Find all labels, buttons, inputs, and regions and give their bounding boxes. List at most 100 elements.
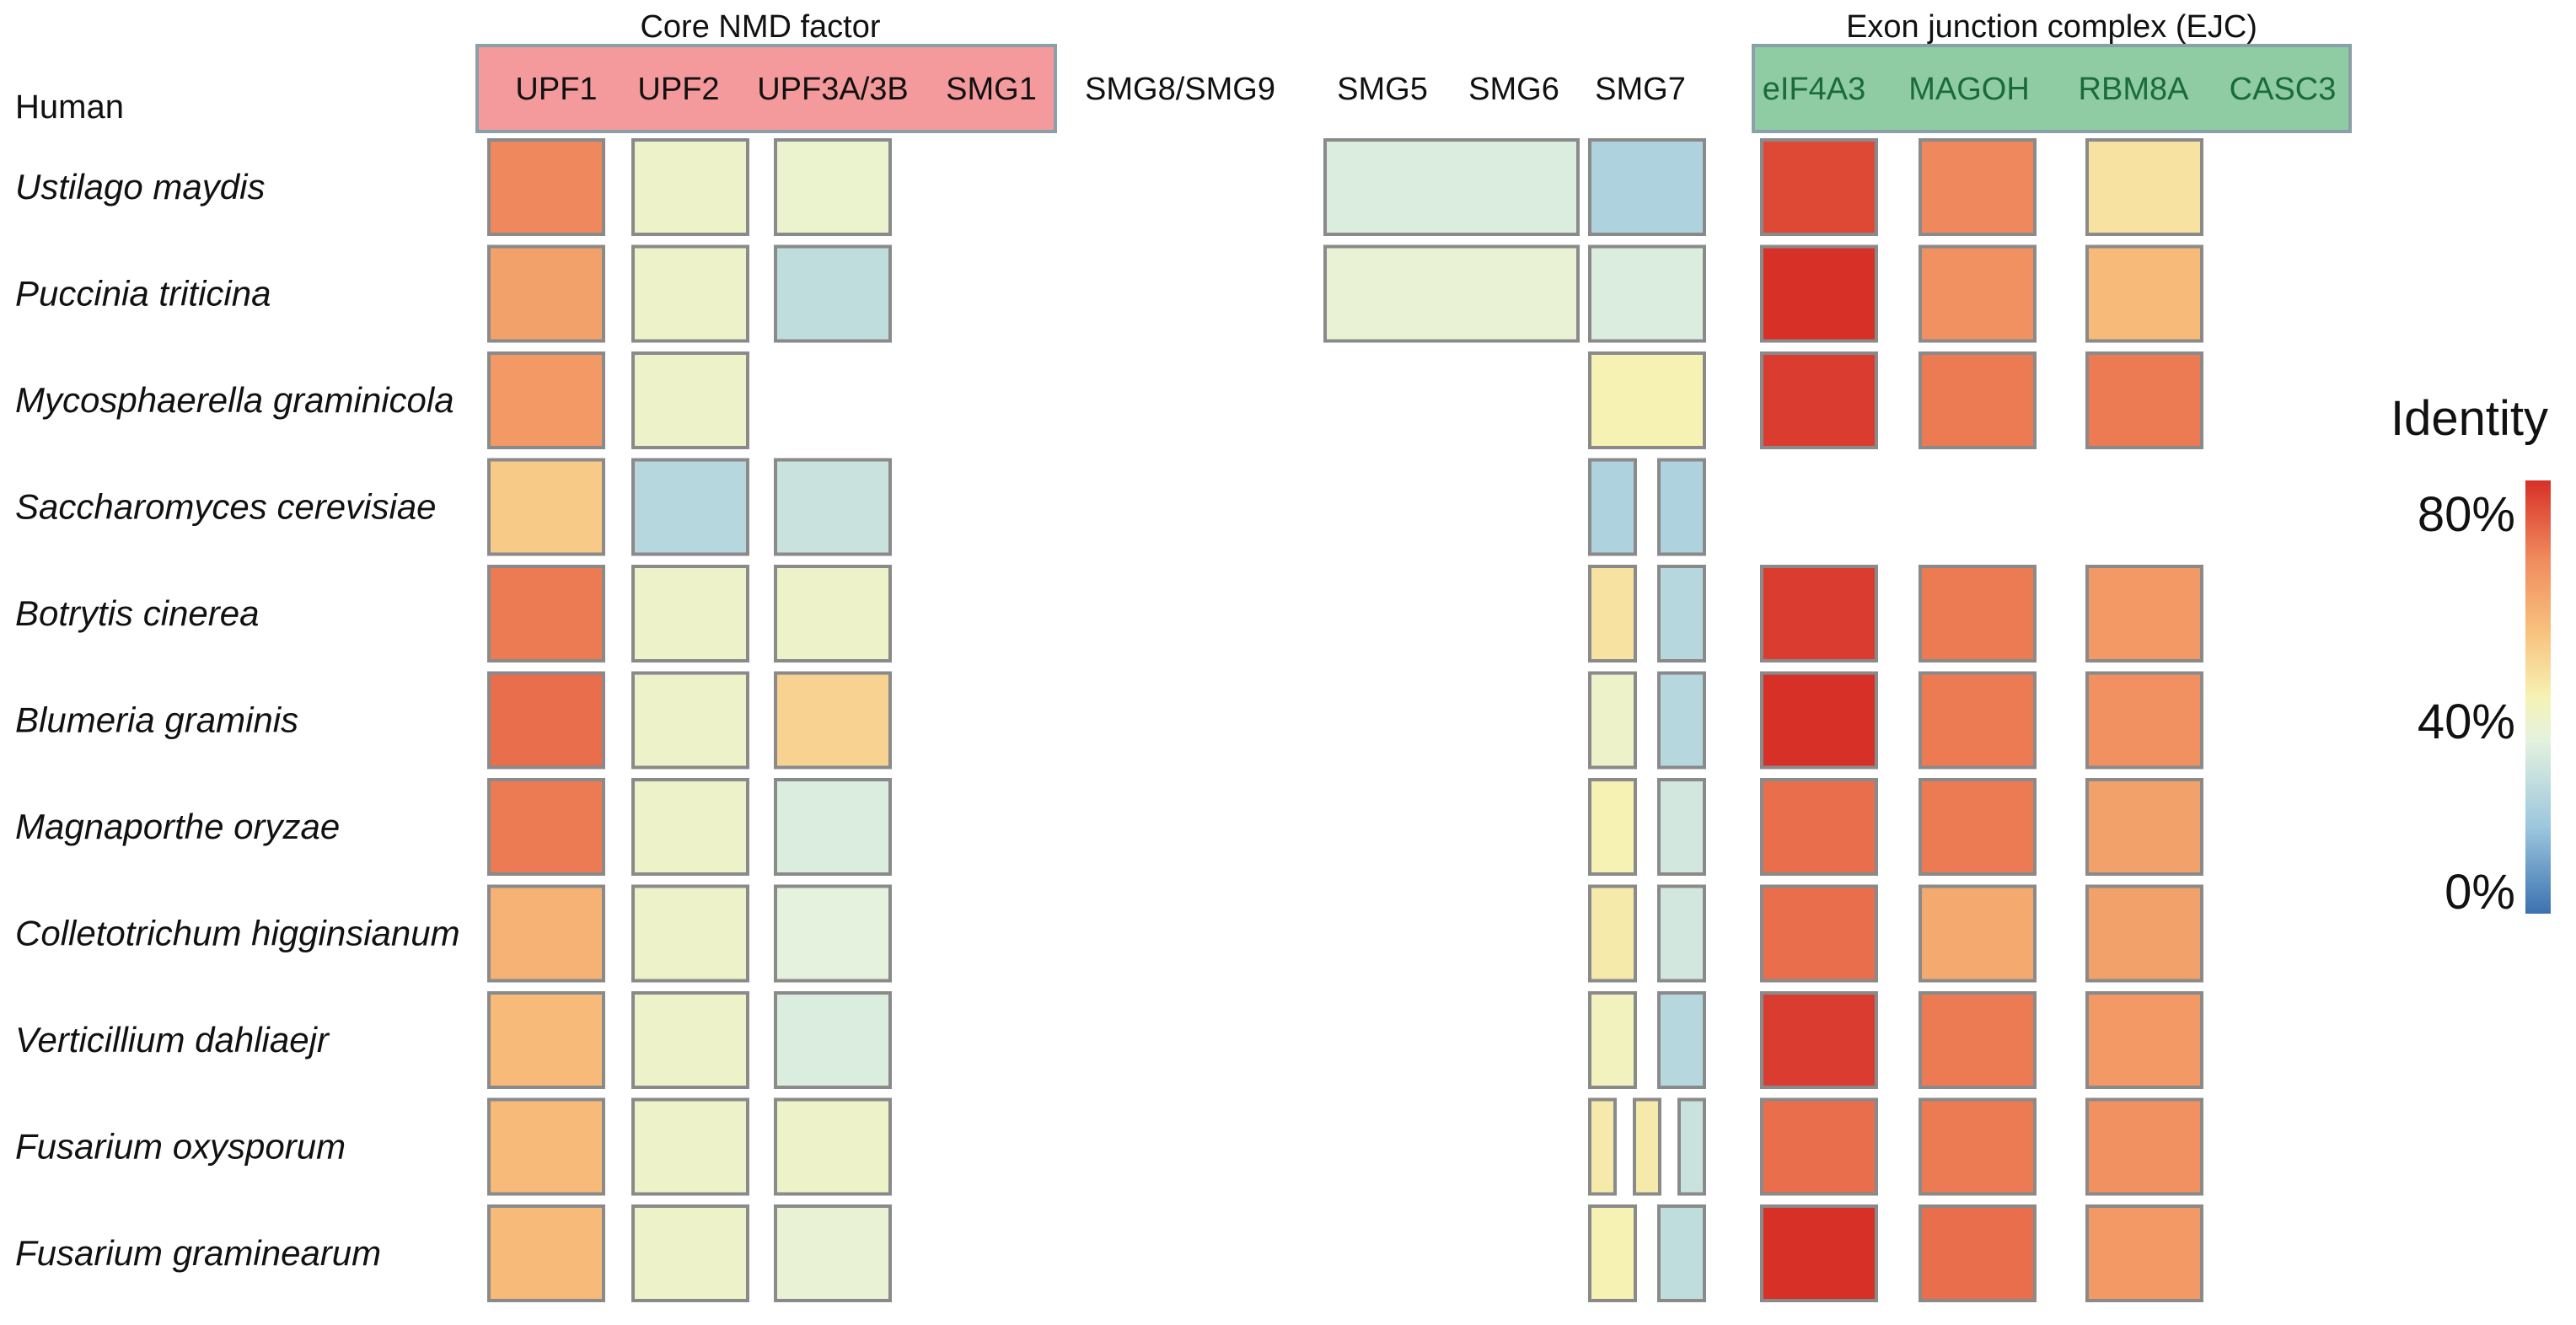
row-label: Ustilago maydis [15, 167, 265, 207]
cell-smg5-smg6 [1323, 244, 1580, 343]
cell-upf2 [631, 991, 749, 1089]
row-label: Fusarium graminearum [15, 1233, 381, 1273]
cell-upf3a-3b [774, 778, 892, 876]
cell-upf2 [631, 1204, 749, 1302]
cell-smg7 [1677, 1097, 1706, 1196]
col-label-upf2: UPF2 [637, 72, 719, 107]
cell-upf1 [487, 671, 605, 770]
cell-eif4a3 [1760, 138, 1878, 236]
cell-eif4a3 [1760, 671, 1878, 770]
colorbar-tick-0: 0% [2445, 865, 2515, 920]
cell-magoh [1919, 671, 2037, 770]
cell-rbm8a [2085, 884, 2203, 983]
row-label: Verticillium dahliaejr [15, 1020, 330, 1059]
ejc-group-box [1752, 44, 2352, 133]
cell-upf3a-3b [774, 565, 892, 662]
colorbar-tick-80: 80% [2418, 487, 2515, 542]
cell-upf2 [631, 778, 749, 876]
cell-smg7 [1588, 351, 1706, 449]
cell-smg7 [1588, 671, 1637, 770]
col-label-rbm8a: RBM8A [2079, 72, 2190, 107]
cell-upf2 [631, 138, 749, 236]
col-label-smg7: SMG7 [1595, 72, 1686, 107]
cell-smg7 [1657, 671, 1706, 770]
cell-upf2 [631, 351, 749, 449]
col-label-smg1: SMG1 [946, 72, 1037, 107]
cell-smg7 [1588, 884, 1637, 983]
ejc-group-label: Exon junction complex (EJC) [1846, 9, 2257, 45]
cell-upf3a-3b [774, 884, 892, 983]
colorbar-title: Identity [2391, 391, 2548, 446]
cell-upf2 [631, 244, 749, 343]
cell-magoh [1919, 1204, 2037, 1302]
cell-upf1 [487, 991, 605, 1089]
heatmap-cells [487, 138, 2203, 1302]
cell-upf1 [487, 351, 605, 449]
cell-eif4a3 [1760, 351, 1878, 449]
cell-eif4a3 [1760, 778, 1878, 876]
core-nmd-group-label: Core NMD factor [640, 9, 880, 45]
cell-upf3a-3b [774, 991, 892, 1089]
cell-magoh [1919, 138, 2037, 236]
cell-smg7 [1657, 565, 1706, 662]
row-label: Fusarium oxysporum [15, 1127, 346, 1167]
cell-smg7 [1657, 778, 1706, 876]
cell-smg7 [1657, 458, 1706, 556]
cell-upf2 [631, 671, 749, 770]
cell-smg7 [1657, 991, 1706, 1089]
cell-rbm8a [2085, 671, 2203, 770]
cell-eif4a3 [1760, 565, 1878, 662]
cell-upf1 [487, 778, 605, 876]
cell-smg7 [1657, 884, 1706, 983]
cell-smg7 [1657, 1204, 1706, 1302]
cell-eif4a3 [1760, 1097, 1878, 1196]
row-label: Botrytis cinerea [15, 593, 259, 633]
cell-rbm8a [2085, 565, 2203, 662]
cell-smg7 [1633, 1097, 1661, 1196]
cell-upf3a-3b [774, 1097, 892, 1196]
cell-smg7 [1588, 244, 1706, 343]
col-label-upf1: UPF1 [515, 72, 597, 107]
cell-rbm8a [2085, 138, 2203, 236]
cell-eif4a3 [1760, 1204, 1878, 1302]
cell-upf2 [631, 884, 749, 983]
cell-smg5-smg6 [1323, 138, 1580, 236]
col-label-smg6: SMG6 [1468, 72, 1559, 107]
row-label: Colletotrichum higginsianum [15, 914, 460, 953]
cell-smg7 [1588, 138, 1706, 236]
row-label: Mycosphaerella graminicola [15, 380, 454, 420]
cell-smg7 [1588, 1204, 1637, 1302]
col-label-upf3: UPF3A/3B [757, 72, 909, 107]
cell-magoh [1919, 778, 2037, 876]
cell-upf1 [487, 458, 605, 556]
cell-upf2 [631, 1097, 749, 1196]
cell-magoh [1919, 884, 2037, 983]
cell-magoh [1919, 991, 2037, 1089]
cell-upf1 [487, 244, 605, 343]
cell-smg7 [1588, 458, 1637, 556]
cell-rbm8a [2085, 778, 2203, 876]
colorbar-tick-40: 40% [2418, 695, 2515, 749]
cell-smg7 [1588, 991, 1637, 1089]
cell-upf1 [487, 884, 605, 983]
cell-smg7 [1588, 778, 1637, 876]
cell-upf1 [487, 1204, 605, 1302]
cell-upf3a-3b [774, 458, 892, 556]
cell-magoh [1919, 565, 2037, 662]
cell-upf1 [487, 565, 605, 662]
col-label-smg8-smg9: SMG8/SMG9 [1085, 72, 1275, 107]
cell-upf1 [487, 138, 605, 236]
col-label-eif4a3: eIF4A3 [1763, 72, 1866, 107]
col-label-casc3: CASC3 [2230, 72, 2337, 107]
col-label-magoh: MAGOH [1908, 72, 2030, 107]
cell-upf1 [487, 1097, 605, 1196]
cell-magoh [1919, 351, 2037, 449]
cell-rbm8a [2085, 991, 2203, 1089]
cell-magoh [1919, 1097, 2037, 1196]
core-nmd-group-box [475, 44, 1057, 133]
row-header: Human [15, 89, 124, 126]
cell-upf3a-3b [774, 671, 892, 770]
cell-eif4a3 [1760, 884, 1878, 983]
